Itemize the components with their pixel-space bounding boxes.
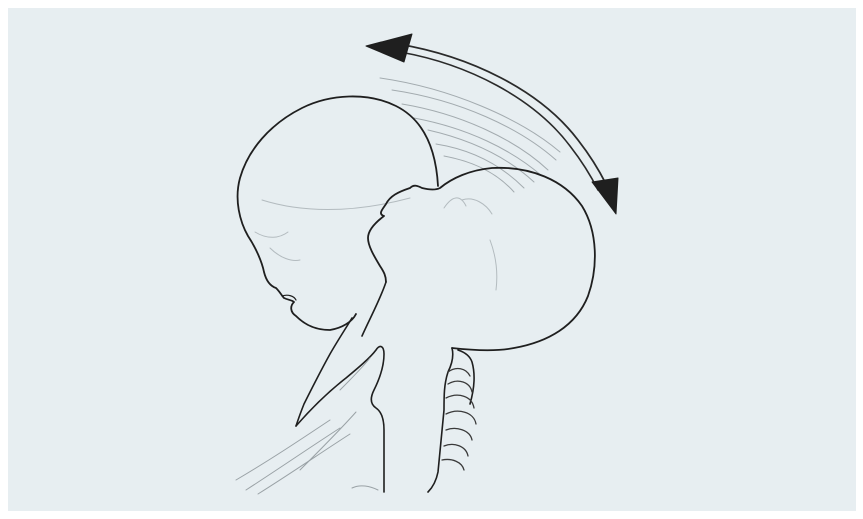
head-flexion-extension-drawing <box>8 8 856 511</box>
arrowhead-right <box>592 178 618 214</box>
arrowhead-left <box>366 34 412 62</box>
flexed-head-guide-lines <box>255 198 410 261</box>
double-headed-curved-arrow-icon <box>366 34 618 214</box>
hand-outline <box>296 347 384 492</box>
motion-hatching <box>380 78 560 192</box>
neck-back-line <box>362 282 386 336</box>
extended-head-guide-lines <box>444 198 497 290</box>
paper-background <box>8 8 856 511</box>
flexed-head-outline <box>238 96 438 330</box>
extended-head-outline <box>368 168 595 350</box>
chest-shading <box>236 358 378 494</box>
throat-outline <box>428 348 453 492</box>
neck-front-line <box>296 318 352 426</box>
trachea-rings <box>442 369 476 470</box>
